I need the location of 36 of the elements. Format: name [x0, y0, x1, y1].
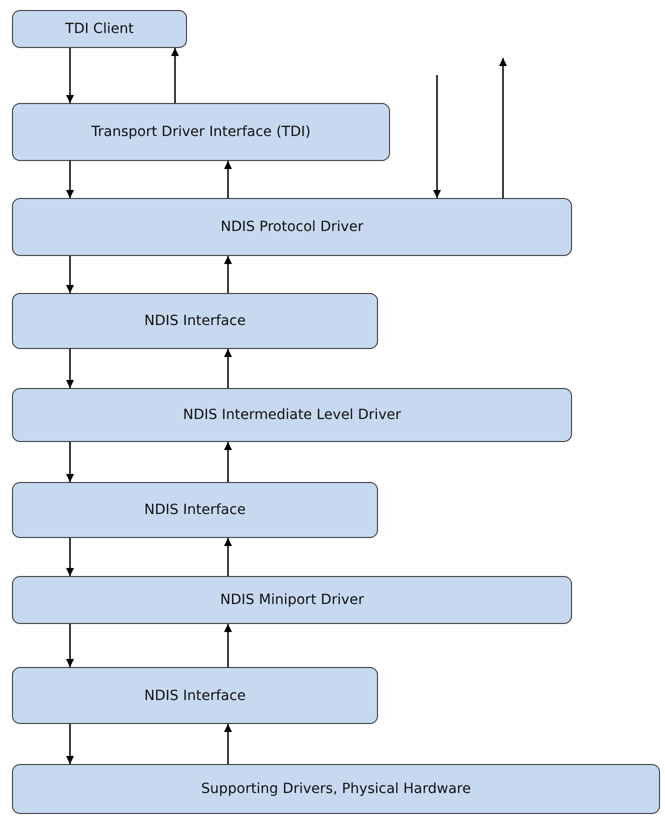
arrow [66, 48, 74, 103]
layer-label: Supporting Drivers, Physical Hardware [201, 781, 471, 797]
arrow [224, 538, 232, 576]
layer-label: NDIS Miniport Driver [220, 592, 364, 608]
arrow [66, 161, 74, 198]
layer-box [12, 103, 390, 161]
arrow [66, 624, 74, 667]
layer-label: NDIS Interface [144, 688, 246, 704]
layer-box [12, 482, 378, 538]
layer-box [12, 388, 572, 442]
layer-label: NDIS Interface [144, 313, 246, 329]
arrow [224, 624, 232, 667]
arrow [499, 58, 507, 198]
layer-box [12, 198, 572, 256]
arrow [224, 724, 232, 764]
layer-label: Transport Driver Interface (TDI) [91, 124, 311, 140]
layer-label: NDIS Intermediate Level Driver [183, 407, 401, 423]
layer-box [12, 10, 187, 48]
layer-box [12, 576, 572, 624]
layer-label: NDIS Protocol Driver [220, 219, 364, 235]
arrow [224, 442, 232, 482]
layer-label: NDIS Interface [144, 502, 246, 518]
arrow [224, 349, 232, 388]
arrow [224, 256, 232, 293]
arrow [66, 724, 74, 764]
arrow [66, 256, 74, 293]
arrow [224, 161, 232, 198]
arrow [66, 538, 74, 576]
arrow [171, 48, 179, 103]
layer-box [12, 667, 378, 724]
arrow [66, 349, 74, 388]
layer-label: TDI Client [65, 21, 134, 37]
layer-box [12, 293, 378, 349]
layer-box [12, 764, 660, 814]
arrow [433, 75, 441, 198]
arrow [66, 442, 74, 482]
